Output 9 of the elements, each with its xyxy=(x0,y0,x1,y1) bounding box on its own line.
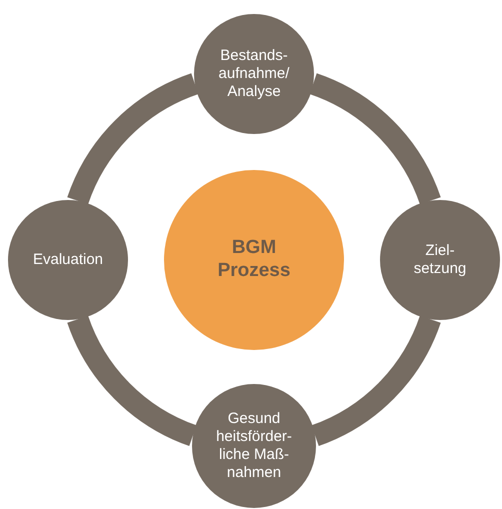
node-label: BGM Prozess xyxy=(216,237,292,283)
node-label: Ziel- setzung xyxy=(412,242,468,278)
ring-segment xyxy=(67,73,199,205)
node-label: Bestands- aufnahme/ Analyse xyxy=(218,47,290,101)
ring-segment xyxy=(67,315,198,446)
node-label: Evaluation xyxy=(32,251,104,269)
node-label: Gesund heitsförder- liche Maß- nahmen xyxy=(215,410,293,482)
ring-segment xyxy=(309,73,441,205)
ring-segment xyxy=(310,315,441,446)
